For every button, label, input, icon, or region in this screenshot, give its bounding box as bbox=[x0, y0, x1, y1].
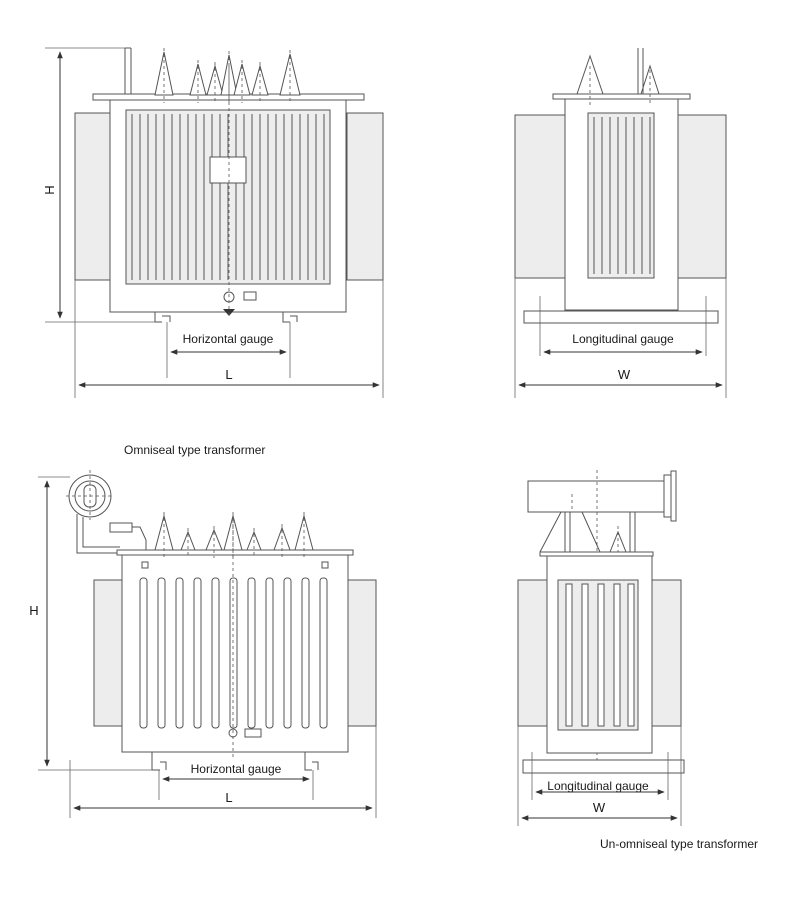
longitudinal-gauge-label: Longitudinal gauge bbox=[547, 779, 649, 793]
radiator-slot bbox=[319, 577, 328, 729]
height-label: H bbox=[42, 185, 57, 194]
radiator-slot bbox=[193, 577, 202, 729]
radiator-slot bbox=[565, 583, 573, 727]
radiator-slot bbox=[283, 577, 292, 729]
longitudinal-gauge-label: Longitudinal gauge bbox=[572, 332, 674, 346]
radiator-slot bbox=[157, 577, 166, 729]
lifting-lug bbox=[141, 561, 149, 569]
height-label: H bbox=[29, 603, 38, 618]
omniseal-caption: Omniseal type transformer bbox=[124, 443, 265, 457]
radiator-slot bbox=[247, 577, 256, 729]
radiator-slot bbox=[229, 577, 238, 729]
unomniseal-side-view: Longitudinal gauge W bbox=[517, 470, 685, 826]
width-label: W bbox=[593, 800, 606, 815]
radiator-slot bbox=[301, 577, 310, 729]
unomniseal-caption: Un-omniseal type transformer bbox=[600, 837, 758, 851]
radiator-slot bbox=[211, 577, 220, 729]
width-label: W bbox=[618, 367, 631, 382]
radiator-slot bbox=[597, 583, 605, 727]
radiator-slot bbox=[139, 577, 148, 729]
radiator-slot bbox=[613, 583, 621, 727]
radiator-slot bbox=[265, 577, 274, 729]
lifting-lug bbox=[321, 561, 329, 569]
radiator-slot bbox=[627, 583, 635, 727]
length-label: L bbox=[225, 790, 232, 805]
omniseal-side-view: Longitudinal gauge W bbox=[514, 48, 727, 398]
omniseal-front-view: H Horizontal gauge L bbox=[42, 47, 384, 398]
length-label: L bbox=[225, 367, 232, 382]
radiator-slot bbox=[581, 583, 589, 727]
radiator-slot bbox=[175, 577, 184, 729]
horizontal-gauge-label: Horizontal gauge bbox=[183, 332, 274, 346]
unomniseal-front-view: H Horizontal gauge L bbox=[29, 470, 377, 818]
horizontal-gauge-label: Horizontal gauge bbox=[191, 762, 282, 776]
